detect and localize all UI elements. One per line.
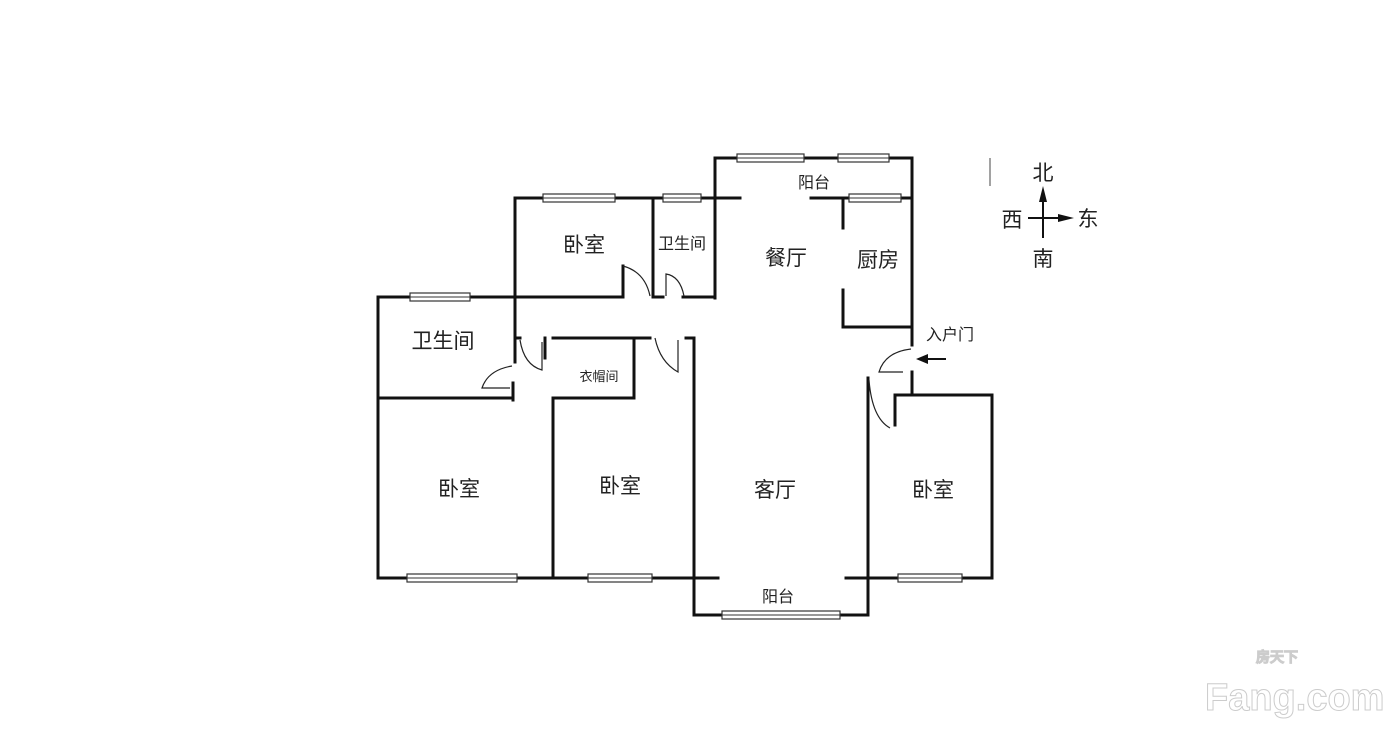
room-label-closet: 衣帽间 (579, 369, 618, 385)
room-label-bathroom-west: 卫生间 (412, 329, 475, 353)
room-label-bedroom-west: 卧室 (438, 477, 480, 501)
room-labels: 阳台 餐厅 厨房 卧室 卫生间 卫生间 衣帽间 卧室 卧室 客厅 卧室 阳台 入… (412, 173, 975, 606)
entrance-label: 入户门 (926, 325, 974, 344)
room-label-kitchen: 厨房 (857, 248, 899, 272)
walls (376, 156, 994, 617)
room-label-bedroom-east: 卧室 (912, 478, 954, 502)
compass-south: 南 (1033, 247, 1054, 271)
entrance-arrow-icon (916, 354, 946, 364)
compass-north: 北 (1033, 161, 1054, 185)
doors (481, 265, 912, 429)
compass: 北 南 东 西 (989, 158, 1099, 271)
room-label-dining: 餐厅 (765, 246, 807, 270)
watermark-logo: 房天下 Fang.com (1205, 649, 1385, 720)
watermark-brand: Fang.com (1205, 677, 1384, 719)
room-label-living: 客厅 (754, 478, 796, 502)
compass-west: 西 (1002, 208, 1023, 232)
room-label-balcony-south: 阳台 (762, 587, 794, 606)
room-label-bedroom-middle: 卧室 (599, 474, 641, 498)
room-label-bedroom-north: 卧室 (563, 233, 605, 257)
room-label-bathroom-north: 卫生间 (658, 234, 706, 253)
compass-east: 东 (1078, 207, 1099, 231)
windows (406, 153, 963, 620)
room-label-balcony-north: 阳台 (798, 173, 830, 192)
watermark-brand-cn: 房天下 (1256, 649, 1298, 665)
